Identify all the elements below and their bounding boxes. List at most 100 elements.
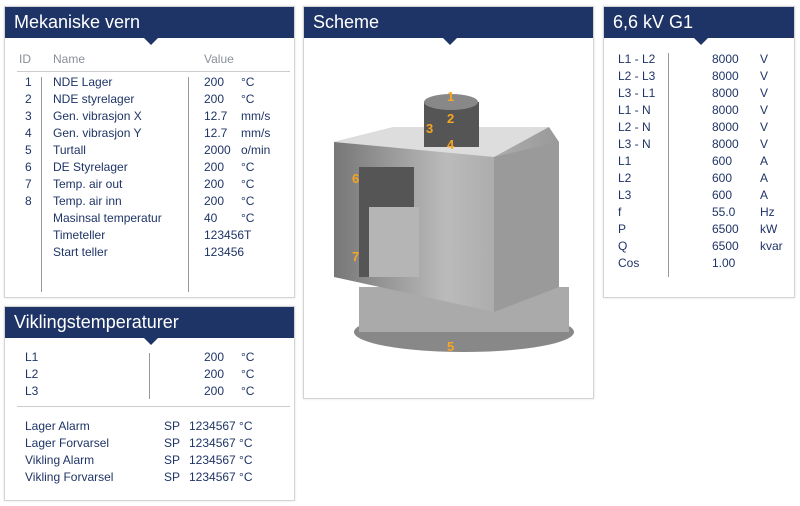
row-name: L3 - L1 <box>618 86 656 100</box>
row-value: 6500 <box>712 239 739 253</box>
row-unit: kvar <box>760 239 783 253</box>
setpoint-label: SP <box>164 436 181 450</box>
row-unit: °C <box>241 211 255 225</box>
setpoint-value: 1234567 °C <box>189 453 253 467</box>
row-unit: A <box>760 171 769 185</box>
row-value: 600 <box>712 188 733 202</box>
row-name: Temp. air out <box>53 177 123 191</box>
row-id: 1 <box>25 75 32 89</box>
marker-5: 5 <box>447 339 455 354</box>
row-name: Turtall <box>53 143 86 157</box>
row-name: NDE styrelager <box>53 92 135 106</box>
row-unit: °C <box>241 350 255 364</box>
panel-title: Viklingstemperaturer <box>5 307 294 345</box>
row-value: 12.7 <box>204 109 228 123</box>
row-value: 200 <box>204 177 225 191</box>
divider <box>17 406 290 407</box>
divider <box>17 71 290 72</box>
row-unit: °C <box>241 194 255 208</box>
row-id: 2 <box>25 92 32 106</box>
marker-1: 1 <box>447 89 455 104</box>
marker-4: 4 <box>447 137 455 152</box>
row-name: L1 <box>618 154 632 168</box>
row-value: 200 <box>204 350 225 364</box>
marker-7: 7 <box>352 249 360 264</box>
row-name: Start teller <box>53 245 108 259</box>
row-value: 123456T <box>204 228 252 242</box>
row-name: Q <box>618 239 628 253</box>
row-name: Gen. vibrasjon Y <box>53 126 142 140</box>
row-id: 4 <box>25 126 32 140</box>
setpoint-value: 1234567 °C <box>189 436 253 450</box>
row-value: 2000 <box>204 143 231 157</box>
setpoint-label: SP <box>164 453 181 467</box>
setpoint-name: Lager Forvarsel <box>25 436 110 450</box>
row-name: Gen. vibrasjon X <box>53 109 142 123</box>
row-unit: °C <box>241 160 255 174</box>
row-name: Temp. air inn <box>53 194 122 208</box>
setpoint-value: 1234567 °C <box>189 419 253 433</box>
row-value: 8000 <box>712 120 739 134</box>
row-unit: °C <box>241 367 255 381</box>
row-name: L1 - N <box>618 103 651 117</box>
row-value: 6500 <box>712 222 739 236</box>
row-value: 55.0 <box>712 205 736 219</box>
setpoint-label: SP <box>164 470 181 484</box>
marker-6: 6 <box>352 171 360 186</box>
row-name: L2 - N <box>618 120 651 134</box>
row-unit: °C <box>241 75 255 89</box>
row-name: NDE Lager <box>53 75 113 89</box>
row-name: f <box>618 205 622 219</box>
row-value: 40 <box>204 211 218 225</box>
row-id: 5 <box>25 143 32 157</box>
row-name: L2 <box>25 367 39 381</box>
generator-image <box>334 94 574 352</box>
row-value: 8000 <box>712 103 739 117</box>
row-unit: V <box>760 103 769 117</box>
row-name: L1 <box>25 350 39 364</box>
setpoint-label: SP <box>164 419 181 433</box>
row-unit: °C <box>241 177 255 191</box>
row-value: 200 <box>204 367 225 381</box>
row-name: L3 <box>25 384 39 398</box>
scheme-panel: Scheme 1 2 3 4 5 6 7 <box>303 6 594 399</box>
row-id: 3 <box>25 109 32 123</box>
setpoint-value: 1234567 °C <box>189 470 253 484</box>
row-name: Masinsal temperatur <box>53 211 162 225</box>
row-unit: A <box>760 188 769 202</box>
row-name: L2 - L3 <box>618 69 656 83</box>
row-value: 1.00 <box>712 256 736 270</box>
row-name: L1 - L2 <box>618 52 656 66</box>
row-name: Timeteller <box>53 228 106 242</box>
row-unit: A <box>760 154 769 168</box>
row-value: 12.7 <box>204 126 228 140</box>
setpoint-name: Lager Alarm <box>25 419 90 433</box>
panel-title: 6,6 kV G1 <box>604 7 794 45</box>
col-header-name: Name <box>53 52 86 66</box>
row-unit: °C <box>241 92 255 106</box>
row-unit: V <box>760 86 769 100</box>
divider <box>41 77 42 292</box>
row-unit: mm/s <box>241 126 271 140</box>
row-name: L3 - N <box>618 137 651 151</box>
row-unit: V <box>760 69 769 83</box>
row-unit: kW <box>760 222 778 236</box>
row-value: 200 <box>204 160 225 174</box>
row-value: 200 <box>204 75 225 89</box>
row-unit: V <box>760 120 769 134</box>
row-unit: Hz <box>760 205 775 219</box>
row-name: Cos <box>618 256 640 270</box>
setpoint-name: Vikling Alarm <box>25 453 95 467</box>
row-unit: o/min <box>241 143 271 157</box>
row-value: 600 <box>712 171 733 185</box>
col-header-id: ID <box>19 52 31 66</box>
row-value: 8000 <box>712 137 739 151</box>
divider <box>188 77 189 292</box>
panel-title: Mekaniske vern <box>5 7 294 45</box>
row-value: 600 <box>712 154 733 168</box>
row-value: 123456 <box>204 245 245 259</box>
divider <box>149 353 150 399</box>
row-unit: mm/s <box>241 109 271 123</box>
